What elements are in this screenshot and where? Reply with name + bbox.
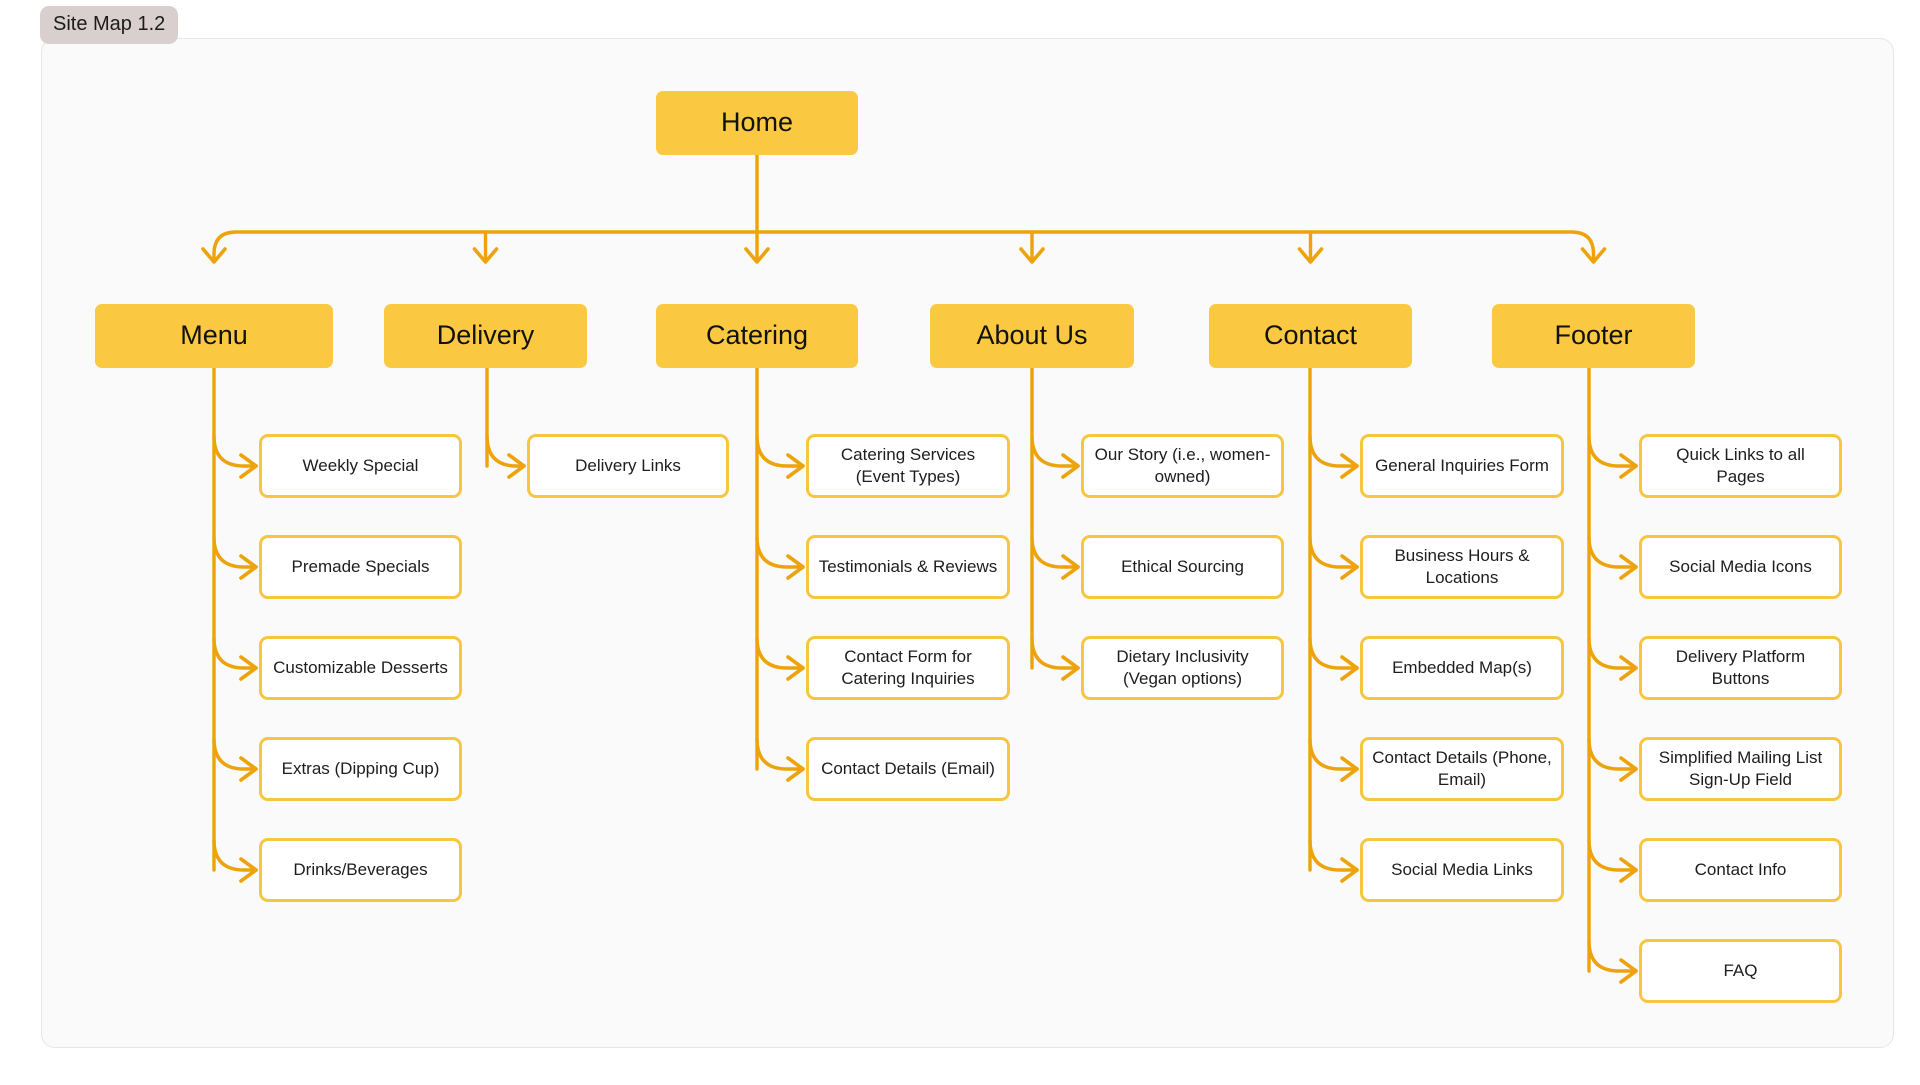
node-contact-label: Contact (1263, 320, 1358, 351)
node-delivery-label: Delivery (436, 320, 535, 351)
node-testimonials-reviews[interactable]: Testimonials & Reviews (806, 535, 1010, 599)
diagram-title-badge: Site Map 1.2 (40, 6, 179, 44)
node-catering[interactable]: Catering (656, 304, 858, 368)
node-our-story-i-e-women-owned-label: Our Story (i.e., women-owned) (1094, 444, 1271, 486)
node-contact-details-phone-email-label: Contact Details (Phone, Email) (1372, 747, 1552, 789)
node-contact-info[interactable]: Contact Info (1639, 838, 1842, 902)
node-business-hours-locations-label: Business Hours & Locations (1394, 545, 1530, 587)
node-weekly-special[interactable]: Weekly Special (259, 434, 462, 498)
node-delivery-links-label: Delivery Links (575, 455, 681, 475)
node-extras-dipping-cup[interactable]: Extras (Dipping Cup) (259, 737, 462, 801)
node-quick-links-to-all-pages[interactable]: Quick Links to all Pages (1639, 434, 1842, 498)
node-footer[interactable]: Footer (1492, 304, 1695, 368)
node-simplified-mailing-list-sign-up-field[interactable]: Simplified Mailing List Sign-Up Field (1639, 737, 1842, 801)
node-social-media-links-label: Social Media Links (1391, 859, 1533, 879)
node-ethical-sourcing[interactable]: Ethical Sourcing (1081, 535, 1284, 599)
node-faq[interactable]: FAQ (1639, 939, 1842, 1003)
node-home[interactable]: Home (656, 91, 858, 155)
node-extras-dipping-cup-label: Extras (Dipping Cup) (281, 758, 440, 778)
node-delivery-platform-buttons-label: Delivery Platform Buttons (1675, 646, 1806, 688)
node-premade-specials[interactable]: Premade Specials (259, 535, 462, 599)
node-customizable-desserts[interactable]: Customizable Desserts (259, 636, 462, 700)
node-quick-links-to-all-pages-label: Quick Links to all Pages (1676, 444, 1805, 486)
node-our-story-i-e-women-owned[interactable]: Our Story (i.e., women-owned) (1081, 434, 1284, 498)
node-contact-form-for-catering-inquiries-label: Contact Form for Catering Inquiries (841, 646, 975, 688)
node-contact-form-for-catering-inquiries[interactable]: Contact Form for Catering Inquiries (806, 636, 1010, 700)
node-faq-label: FAQ (1723, 960, 1758, 980)
node-catering-services-event-types-label: Catering Services (Event Types) (840, 444, 976, 486)
node-contact-details-email[interactable]: Contact Details (Email) (806, 737, 1010, 801)
node-simplified-mailing-list-sign-up-field-label: Simplified Mailing List Sign-Up Field (1658, 747, 1823, 789)
node-contact-details-phone-email[interactable]: Contact Details (Phone, Email) (1360, 737, 1564, 801)
node-general-inquiries-form[interactable]: General Inquiries Form (1360, 434, 1564, 498)
node-about-us[interactable]: About Us (930, 304, 1134, 368)
node-ethical-sourcing-label: Ethical Sourcing (1121, 556, 1244, 576)
node-social-media-links[interactable]: Social Media Links (1360, 838, 1564, 902)
node-testimonials-reviews-label: Testimonials & Reviews (818, 556, 998, 576)
node-social-media-icons[interactable]: Social Media Icons (1639, 535, 1842, 599)
node-catering-services-event-types[interactable]: Catering Services (Event Types) (806, 434, 1010, 498)
node-social-media-icons-label: Social Media Icons (1669, 556, 1812, 576)
node-weekly-special-label: Weekly Special (302, 455, 419, 475)
node-footer-label: Footer (1554, 320, 1633, 351)
node-business-hours-locations[interactable]: Business Hours & Locations (1360, 535, 1564, 599)
node-contact-info-label: Contact Info (1694, 859, 1787, 879)
node-home-label: Home (720, 107, 794, 138)
node-menu-label: Menu (180, 320, 248, 351)
node-about-us-label: About Us (976, 320, 1088, 351)
node-contact[interactable]: Contact (1209, 304, 1412, 368)
node-catering-label: Catering (705, 320, 809, 351)
node-general-inquiries-form-label: General Inquiries Form (1375, 455, 1549, 475)
node-menu[interactable]: Menu (95, 304, 333, 368)
node-drinks-beverages[interactable]: Drinks/Beverages (259, 838, 462, 902)
node-customizable-desserts-label: Customizable Desserts (273, 657, 448, 677)
node-embedded-map-s-label: Embedded Map(s) (1392, 657, 1532, 677)
node-premade-specials-label: Premade Specials (291, 556, 430, 576)
node-contact-details-email-label: Contact Details (Email) (821, 758, 995, 778)
node-dietary-inclusivity-vegan-options[interactable]: Dietary Inclusivity (Vegan options) (1081, 636, 1284, 700)
node-delivery[interactable]: Delivery (384, 304, 587, 368)
node-delivery-platform-buttons[interactable]: Delivery Platform Buttons (1639, 636, 1842, 700)
node-dietary-inclusivity-vegan-options-label: Dietary Inclusivity (Vegan options) (1116, 646, 1249, 688)
node-drinks-beverages-label: Drinks/Beverages (293, 859, 428, 879)
node-embedded-map-s[interactable]: Embedded Map(s) (1360, 636, 1564, 700)
node-delivery-links[interactable]: Delivery Links (527, 434, 729, 498)
